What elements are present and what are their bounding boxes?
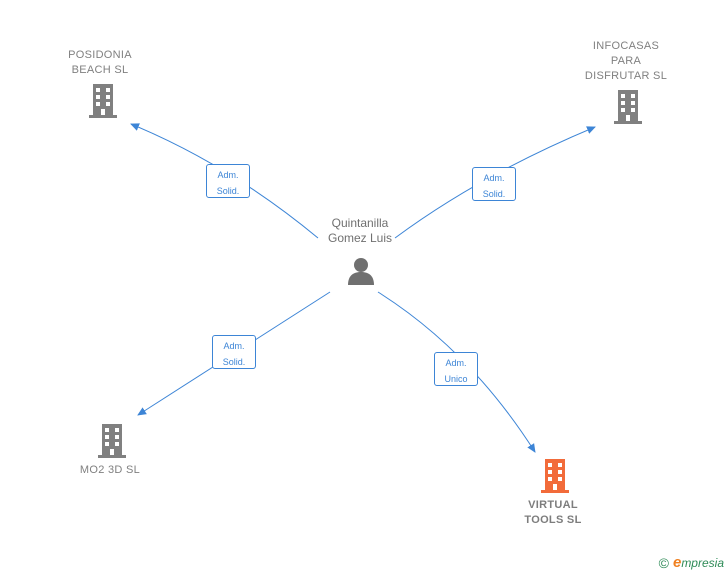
person-icon[interactable]: [346, 256, 376, 286]
company-label-infocasas[interactable]: INFOCASAS PARA DISFRUTAR SL: [584, 40, 668, 82]
relation-label-virtual: Adm. Unico: [434, 352, 478, 386]
relation-label-posidonia: Adm. Solid.: [206, 164, 250, 198]
building-icon[interactable]: [612, 89, 644, 125]
company-label-virtual[interactable]: VIRTUAL TOOLS SL: [524, 499, 582, 526]
relation-label-infocasas: Adm. Solid.: [472, 167, 516, 201]
building-icon[interactable]: [96, 423, 128, 459]
brand-logo-initial: e: [672, 554, 682, 571]
copyright-symbol: ©: [658, 554, 669, 571]
person-name[interactable]: Quintanilla Gomez Luis: [327, 216, 393, 245]
building-icon[interactable]: [539, 458, 571, 494]
relation-label-mo2: Adm. Solid.: [212, 335, 256, 369]
brand-logo-text: mpresia: [681, 555, 724, 570]
company-label-posidonia[interactable]: POSIDONIA BEACH SL: [68, 49, 132, 76]
company-label-mo2[interactable]: MO2 3D SL: [79, 464, 141, 476]
building-icon[interactable]: [87, 83, 119, 119]
brand-footer: © e mpresia: [659, 554, 724, 571]
